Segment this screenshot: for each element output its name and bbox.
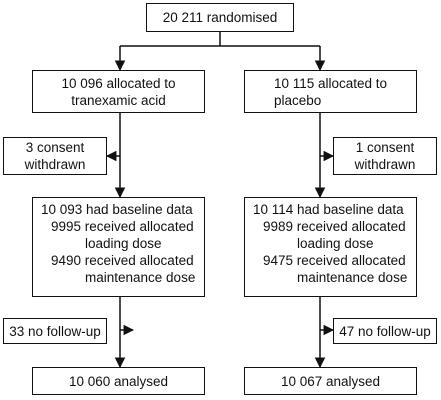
right-allocated-line1: 10 115 allocated to (273, 75, 388, 91)
left-analysed-text: 10 060 analysed (68, 373, 169, 389)
left-maintenance-text: received allocated (84, 253, 194, 268)
left-allocated-line2: tranexamic acid (71, 92, 166, 108)
left-followup-box: 33 no follow-up (3, 318, 107, 344)
right-maintenance-num: 9475 (262, 253, 293, 268)
right-maintenance-text: received allocated (296, 253, 406, 268)
right-maintenance-cont: maintenance dose (297, 270, 408, 285)
left-baseline-box: 10 093 had baseline data 9995 received a… (32, 197, 205, 297)
right-loading-text: received allocated (296, 219, 406, 234)
right-allocated-box: 10 115 allocated to placebo (244, 70, 417, 113)
right-allocated-line2: placebo (273, 92, 322, 108)
right-analysed-text: 10 067 analysed (280, 373, 381, 389)
left-analysed-box: 10 060 analysed (32, 367, 205, 395)
left-maintenance-cont: maintenance dose (85, 270, 196, 285)
left-baseline-text: 10 093 had baseline data (41, 202, 193, 217)
left-allocated-box: 10 096 allocated to tranexamic acid (32, 70, 205, 113)
right-withdrawn-line2: withdrawn (354, 157, 416, 172)
left-withdrawn-line1: 3 consent (25, 140, 85, 155)
left-allocated-line1: 10 096 allocated to (61, 75, 176, 91)
left-loading-num: 9995 (50, 219, 81, 234)
right-followup-text: 47 no follow-up (339, 323, 431, 339)
left-withdrawn-line2: withdrawn (24, 157, 86, 172)
right-followup-box: 47 no follow-up (333, 318, 437, 344)
right-baseline-box: 10 114 had baseline data 9989 received a… (244, 197, 417, 297)
left-loading-text: received allocated (84, 219, 194, 234)
left-withdrawn-box: 3 consent withdrawn (3, 137, 107, 175)
left-loading-cont: loading dose (85, 236, 162, 251)
left-followup-text: 33 no follow-up (9, 323, 101, 339)
right-loading-cont: loading dose (297, 236, 374, 251)
right-withdrawn-line1: 1 consent (355, 140, 415, 155)
randomised-label: 20 211 randomised (162, 10, 278, 25)
right-loading-num: 9989 (262, 219, 293, 234)
left-maintenance-num: 9490 (50, 253, 81, 268)
right-withdrawn-box: 1 consent withdrawn (333, 137, 437, 175)
right-analysed-box: 10 067 analysed (244, 367, 417, 395)
right-baseline-text: 10 114 had baseline data (253, 202, 404, 217)
randomised-box: 20 211 randomised (146, 3, 294, 32)
